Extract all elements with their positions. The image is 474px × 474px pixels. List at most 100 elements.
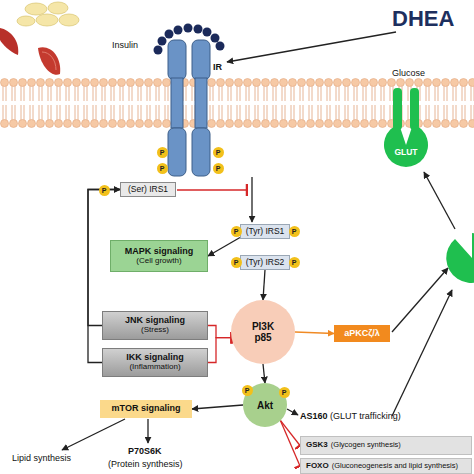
pathway-box: mTOR signaling	[100, 400, 192, 418]
label-text: Insulin	[112, 40, 138, 50]
insulin-dot	[154, 46, 163, 55]
phospho-label: P	[231, 257, 242, 268]
phospho-label: P	[157, 147, 168, 158]
protein-box: (Tyr) IRS2	[240, 255, 290, 270]
pathway-box: MAPK signaling(Cell growth)	[110, 240, 208, 272]
activation-connector	[295, 332, 334, 334]
transporter-node: GLUT	[383, 88, 429, 168]
translocation-arrow	[424, 172, 455, 229]
inhibition-connector	[280, 420, 300, 466]
insulin-receptor	[168, 40, 210, 176]
fat-cell	[25, 3, 47, 15]
inhibition-line	[177, 189, 247, 190]
node-text: (Tyr) IRS2	[246, 258, 285, 267]
phospho-label: P	[213, 163, 224, 174]
signal-arrow	[251, 177, 252, 222]
phospho-label: P	[279, 387, 290, 398]
node-text: (Cell growth)	[136, 257, 181, 266]
receptor-subunit	[168, 40, 186, 80]
fat-cell	[48, 2, 68, 14]
inhibition-connector	[208, 338, 232, 363]
node-text: (Stress)	[141, 326, 169, 335]
phospho-label: P	[242, 385, 253, 396]
target-box: GSK3(Glycogen synthesis)	[300, 436, 472, 455]
node-text: MAPK signaling	[125, 247, 194, 257]
muscle-tissue	[0, 28, 18, 55]
protein-box: (Tyr) IRS1	[240, 224, 290, 239]
kinase-box: aPKCζ/λ	[334, 325, 390, 342]
node-text: (Inflammation)	[129, 363, 180, 372]
label-text: Lipid synthesis	[12, 453, 71, 463]
insulin-dot	[194, 25, 203, 34]
signal-arrow	[287, 409, 298, 415]
phospho-label: P	[213, 147, 224, 158]
fat-cell	[17, 16, 35, 26]
label-text: AS160	[300, 411, 328, 421]
protein-box: (Ser) IRS1	[120, 182, 176, 197]
label-text: (Protein synthesis)	[108, 459, 183, 469]
phospho-label: P	[289, 257, 300, 268]
insulin-dot	[211, 34, 220, 43]
target-box: FOXO(Gluconeogenesis and lipid synthesis…	[300, 458, 472, 474]
node-text: (Glycogen synthesis)	[331, 441, 401, 449]
node-text: mTOR signaling	[112, 404, 181, 414]
pathway-box: IKK signaling(Inflammation)	[102, 348, 208, 377]
glut-vesicle	[446, 233, 474, 283]
signal-arrow	[62, 419, 125, 450]
receptor-subunit	[168, 128, 186, 176]
muscle-tissue	[38, 47, 60, 75]
inhibition-connector	[208, 326, 232, 338]
receptor-subunit	[195, 78, 207, 128]
node-text: IKK signaling	[126, 353, 184, 363]
insulin-dot	[184, 24, 193, 33]
cell-membrane	[0, 78, 474, 128]
glut-part	[393, 88, 402, 130]
label-text: P70S6K	[128, 446, 162, 456]
insulin-molecules	[154, 24, 225, 55]
glut-part	[410, 88, 419, 130]
node-text: aPKCζ/λ	[344, 329, 380, 339]
pathway-box: JNK signaling(Stress)	[102, 311, 208, 340]
fat-cell	[36, 14, 58, 26]
muscle-fiber	[42, 52, 56, 70]
fat-cell	[59, 14, 79, 26]
receptor-subunit	[192, 40, 210, 80]
title-text: DHEA	[392, 6, 454, 32]
insulin-dot	[203, 28, 212, 37]
phospho-label: P	[99, 185, 110, 196]
node-text: (Tyr) IRS1	[246, 227, 285, 236]
phospho-label: P	[289, 226, 300, 237]
dhea-arrow	[227, 32, 396, 62]
node-text: JNK signaling	[125, 316, 185, 326]
insulin-dot	[158, 37, 167, 46]
signal-arrow	[147, 419, 148, 443]
label-text: Glucose	[392, 68, 425, 78]
activation-connector	[263, 364, 265, 383]
trafficking-arrow	[392, 268, 448, 332]
label-text: (GLUT trafficking)	[330, 411, 401, 421]
receptor-subunit	[192, 128, 210, 176]
node-text: Akt	[257, 400, 273, 411]
activation-connector	[192, 405, 243, 409]
kinase-circle: PI3K p85	[231, 300, 295, 364]
activation-connector	[208, 238, 240, 257]
label-text: IR	[213, 62, 222, 72]
node-text: (Gluconeogenesis and lipid synthesis)	[332, 462, 458, 470]
activation-connector	[263, 270, 265, 300]
insulin-dot	[165, 30, 174, 39]
phospho-label: P	[231, 226, 242, 237]
trafficking-arrow	[392, 290, 452, 416]
node-text: PI3K p85	[246, 321, 280, 343]
glut-part	[384, 124, 428, 167]
node-text: FOXO	[306, 462, 329, 471]
node-text: GLUT	[394, 148, 417, 157]
insulin-dot	[174, 26, 183, 35]
receptor-subunit	[171, 78, 183, 128]
insulin-dot	[216, 42, 225, 51]
phospho-label: P	[157, 163, 168, 174]
node-text: (Ser) IRS1	[128, 185, 168, 194]
fat-cells	[17, 2, 79, 26]
node-text: GSK3	[306, 441, 328, 450]
